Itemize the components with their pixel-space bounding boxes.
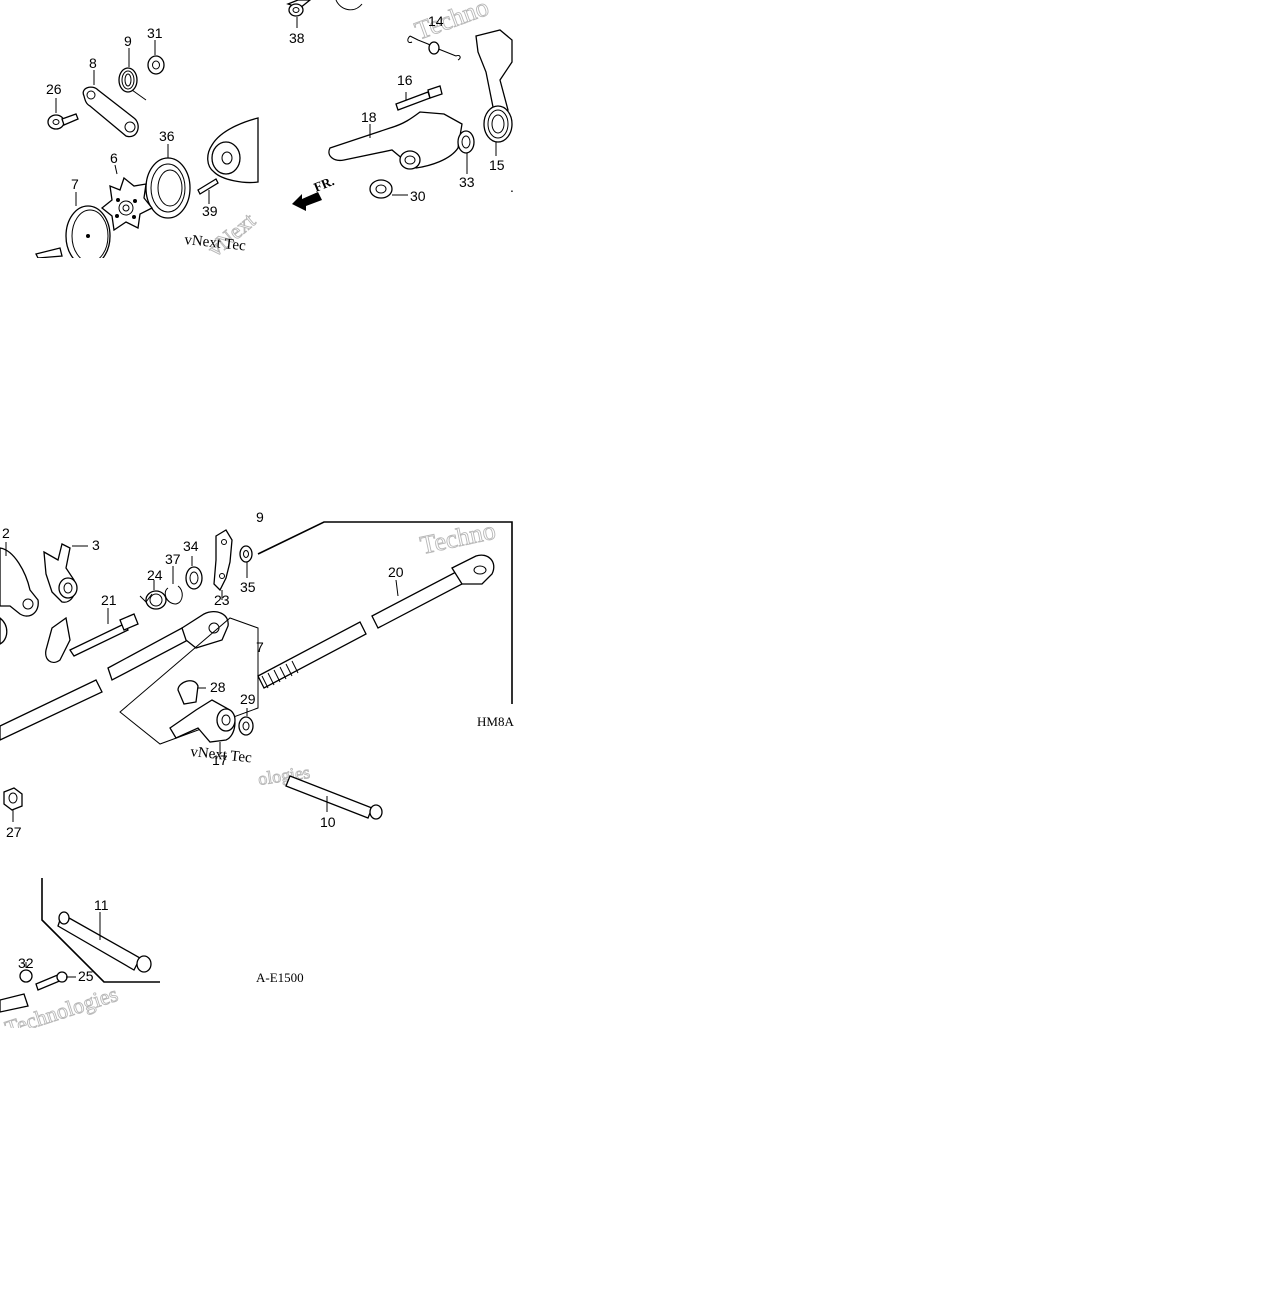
callout-number: 28 bbox=[210, 679, 226, 695]
part-39-pin bbox=[197, 178, 219, 204]
part-18-shift-arm bbox=[328, 111, 463, 170]
callout-number: 25 bbox=[78, 968, 94, 984]
callout-number: 37 bbox=[165, 551, 181, 567]
front-arrow: FR. bbox=[292, 173, 336, 211]
callout-number: 9 bbox=[256, 509, 264, 525]
callout-number: 36 bbox=[159, 128, 175, 144]
callout-number: 18 bbox=[361, 109, 377, 125]
watermark-text: vNext Tec bbox=[184, 232, 247, 254]
callout-number: 32 bbox=[18, 955, 34, 971]
part-27-nut bbox=[3, 787, 23, 822]
part-11-shaft bbox=[41, 878, 160, 983]
tile-bottom-right: Techno ologies 9 20 bbox=[256, 509, 514, 985]
tile-top-left: vNext vNext Tec bbox=[35, 25, 260, 267]
part-38-bolt bbox=[286, 0, 312, 28]
part-29-washer bbox=[238, 708, 254, 736]
part-32-nut bbox=[19, 962, 33, 983]
part-33-washer bbox=[457, 130, 475, 174]
callout-number: 21 bbox=[101, 592, 117, 608]
callout-partial: . bbox=[510, 179, 514, 195]
callout-number: 7 bbox=[256, 639, 264, 655]
callout-number: 34 bbox=[183, 538, 199, 554]
part-24-spring bbox=[139, 580, 167, 610]
part-shift-drum bbox=[207, 117, 259, 184]
part-30-washer bbox=[369, 179, 408, 199]
part-2-shift-fork bbox=[0, 542, 39, 617]
part-37-circlip bbox=[164, 566, 183, 605]
part-shaft-partial bbox=[0, 993, 29, 1013]
tile-top-right: Techno bbox=[286, 0, 514, 211]
part-35-washer bbox=[239, 545, 253, 578]
part-15-spring-assembly bbox=[475, 29, 513, 156]
part-17-arm bbox=[169, 699, 236, 754]
callout-number: 2 bbox=[2, 525, 10, 541]
part-bolt-partial bbox=[35, 247, 63, 259]
diagram-code: HM8A bbox=[477, 714, 514, 729]
part-21-shaft bbox=[45, 608, 139, 664]
callout-number: 10 bbox=[320, 814, 336, 830]
callout-number: 26 bbox=[46, 81, 62, 97]
callout-number: 11 bbox=[94, 897, 109, 913]
part-26-bolt bbox=[47, 98, 79, 130]
callout-number: 31 bbox=[147, 25, 163, 41]
diagram-code-suffix: A-E1500 bbox=[256, 970, 304, 985]
callout-number: 27 bbox=[6, 824, 22, 840]
part-8-arm bbox=[82, 70, 139, 138]
blank-region bbox=[514, 0, 1285, 1285]
callout-number: 38 bbox=[289, 30, 305, 46]
part-23-plate bbox=[213, 529, 233, 600]
blank-region bbox=[0, 258, 258, 508]
part-31-washer bbox=[147, 40, 165, 75]
watermark-text: vNext Tec bbox=[190, 744, 253, 766]
part-long-shaft bbox=[0, 611, 229, 741]
part-fork-partial bbox=[0, 617, 8, 645]
part-3-shift-fork bbox=[43, 543, 88, 603]
callout-number: 33 bbox=[459, 174, 475, 190]
callout-number: 3 bbox=[92, 537, 100, 553]
part-9-spring bbox=[118, 48, 147, 101]
part-25-bolt bbox=[35, 971, 76, 991]
blank-region bbox=[0, 1028, 514, 1285]
part-10-shaft bbox=[285, 775, 383, 820]
part-6-star-plate bbox=[100, 164, 154, 232]
callout-number: 7 bbox=[71, 176, 79, 192]
part-14-spring bbox=[407, 35, 461, 61]
callout-number: 39 bbox=[202, 203, 218, 219]
part-16-pin bbox=[395, 85, 443, 111]
part-7-disc bbox=[65, 192, 111, 267]
callout-number: 14 bbox=[428, 13, 444, 29]
tile-bottom-left: vNext Tec Technologies bbox=[0, 525, 259, 1041]
part-28-clip bbox=[177, 680, 206, 705]
callout-number: 35 bbox=[240, 579, 256, 595]
callout-number: 29 bbox=[240, 691, 256, 707]
callout-number: 15 bbox=[489, 157, 505, 173]
callout-number: 30 bbox=[410, 188, 426, 204]
callout-number: 17 bbox=[212, 752, 228, 768]
callout-number: 20 bbox=[388, 564, 404, 580]
callout-number: 16 bbox=[397, 72, 413, 88]
part-20-shaft bbox=[257, 554, 495, 689]
callout-number: 23 bbox=[214, 592, 230, 608]
part-34-washer bbox=[185, 556, 203, 590]
assembly-bracket-line bbox=[257, 521, 513, 704]
callout-number: 6 bbox=[110, 150, 118, 166]
part-o-ring-partial bbox=[335, 0, 363, 11]
front-arrow-label: FR. bbox=[312, 173, 337, 195]
assembly-frame bbox=[119, 617, 259, 745]
callout-number: 9 bbox=[124, 33, 132, 49]
part-36-seal bbox=[145, 144, 191, 219]
callout-number: 8 bbox=[89, 55, 97, 71]
callout-number: 24 bbox=[147, 567, 163, 583]
